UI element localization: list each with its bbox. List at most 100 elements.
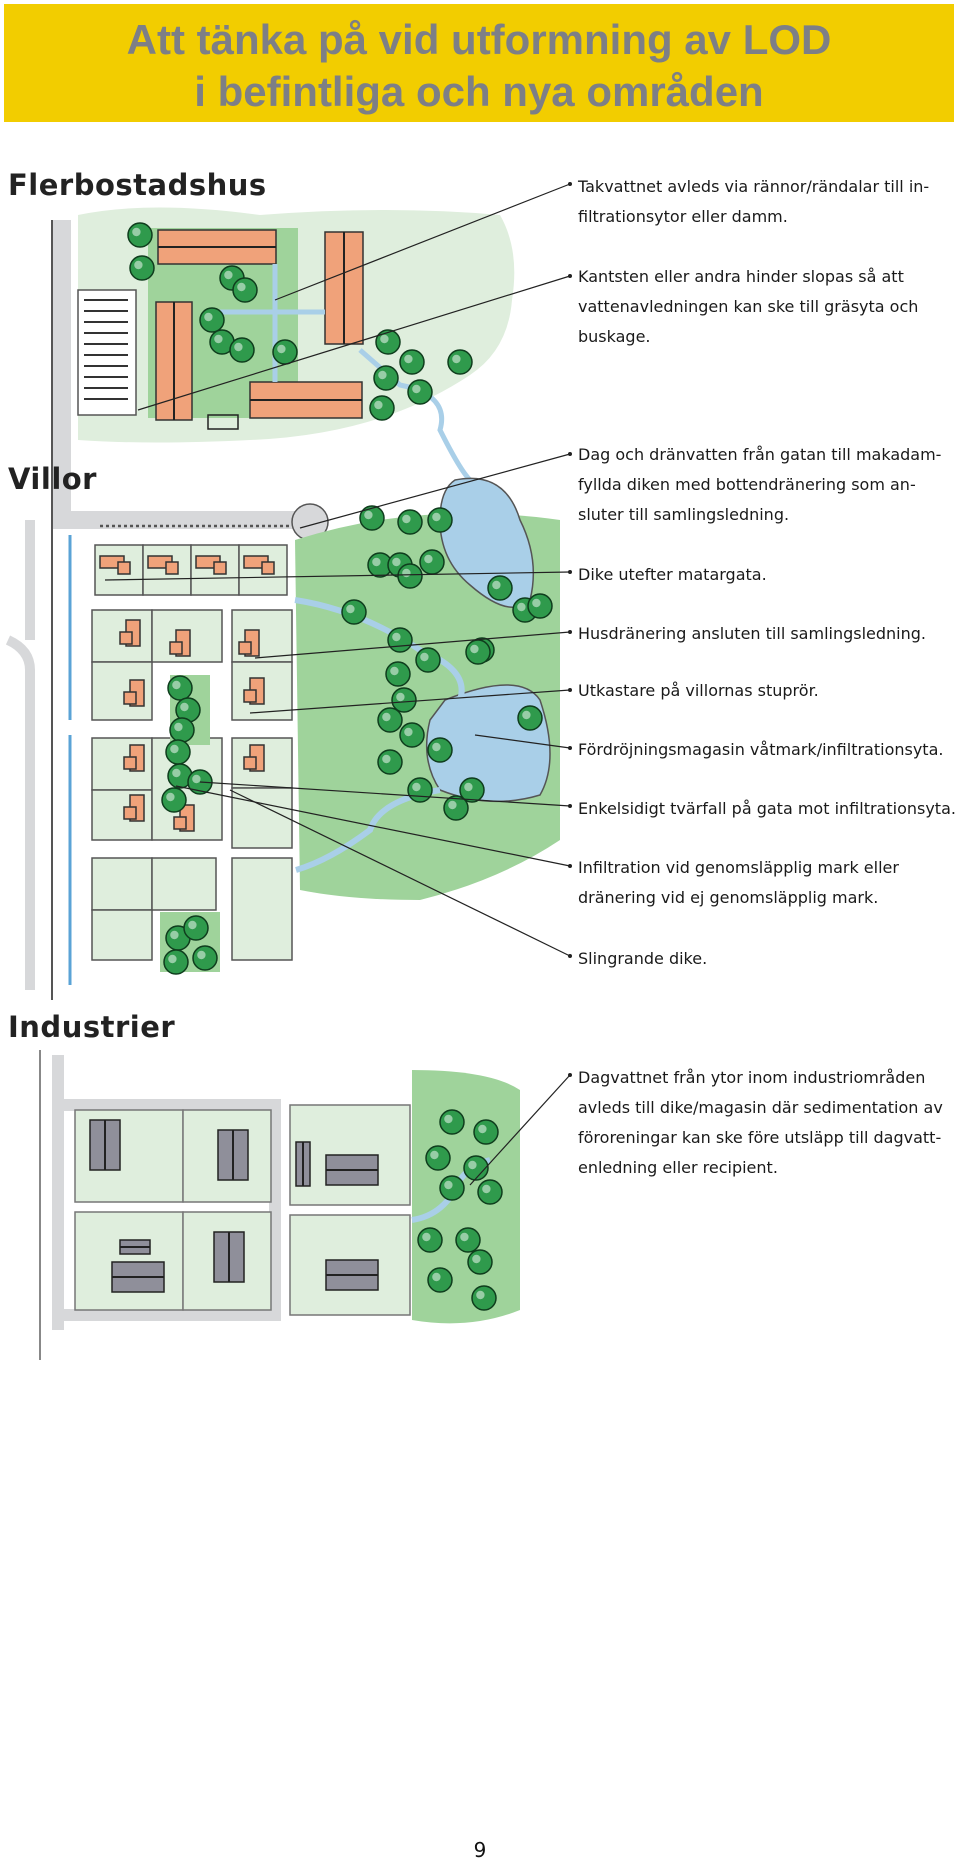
tree	[229, 337, 255, 363]
title-banner: Att tänka på vid utformning av LOD i bef…	[4, 4, 954, 122]
tree	[517, 705, 543, 731]
leader-dot	[568, 864, 572, 868]
annotation-text: Slingrande dike.	[578, 949, 708, 968]
tree-highlight	[392, 557, 401, 567]
tree-highlight	[382, 754, 391, 764]
tree	[192, 945, 218, 971]
villa-plot	[231, 787, 293, 849]
villa-house-annex	[261, 561, 275, 575]
tree	[232, 277, 258, 303]
leader-line	[104, 571, 571, 581]
rainwater-channel	[210, 264, 472, 482]
tree-highlight	[192, 774, 201, 784]
tree-highlight	[522, 710, 531, 720]
villa-house-annex	[213, 561, 227, 575]
leader-dot	[568, 570, 572, 574]
page-number: 9	[473, 1838, 487, 1862]
leader-dot	[568, 688, 572, 692]
annotation-slingrande: Slingrande dike.	[578, 944, 958, 974]
heading-villor: Villor	[8, 462, 97, 496]
annotation-text: Utkastare på villornas stuprör.	[578, 681, 819, 700]
tree-highlight	[432, 742, 441, 752]
tree	[477, 1179, 503, 1205]
heading-industrier: Industrier	[8, 1010, 176, 1044]
annotation-text: Enkelsidigt tvärfall på gata mot infiltr…	[578, 799, 956, 818]
tree	[163, 949, 189, 975]
tree-highlight	[134, 260, 143, 270]
tree-highlight	[517, 602, 526, 612]
annotation-text: Takvattnet avleds via rännor/rändalar ti…	[578, 177, 930, 226]
tree-highlight	[378, 370, 387, 380]
tree	[391, 687, 417, 713]
tree	[439, 1175, 465, 1201]
tree-highlight	[180, 702, 189, 712]
tree	[471, 1285, 497, 1311]
tree-highlight	[444, 1114, 453, 1124]
tree	[527, 593, 553, 619]
villa-house-annex	[119, 631, 133, 645]
annotation-text: Husdränering ansluten till samlingsledni…	[578, 624, 927, 643]
tree-highlight	[402, 568, 411, 578]
tree-highlight	[170, 930, 179, 940]
tree-highlight	[478, 1124, 487, 1134]
villa-house-annex	[238, 641, 252, 655]
tree-highlight	[412, 782, 421, 792]
annotation-dagvatten-gata: Dag och dränvatten från gatan till makad…	[578, 440, 958, 530]
tree-highlight	[472, 1254, 481, 1264]
annotation-text: Dagvattnet från ytor inom industriområde…	[578, 1068, 943, 1177]
tree-highlight	[452, 354, 461, 364]
tree	[463, 1155, 489, 1181]
small-shed	[207, 414, 239, 430]
title-line-1: Att tänka på vid utformning av LOD	[126, 16, 832, 63]
tree	[369, 395, 395, 421]
villa-house-annex	[243, 689, 257, 703]
tree	[169, 717, 195, 743]
leader-line	[175, 785, 571, 867]
annotation-text: Kantsten eller andra hinder slopas så at…	[578, 267, 919, 346]
tree-highlight	[188, 920, 197, 930]
industrial-road	[52, 1055, 281, 1330]
tree	[399, 722, 425, 748]
feeder-road	[5, 520, 35, 990]
tree-highlight	[402, 514, 411, 524]
tree-highlight	[277, 344, 286, 354]
tree	[161, 787, 187, 813]
annotation-infiltration: Infiltration vid genomsläpplig mark elle…	[578, 853, 958, 913]
tree-highlight	[444, 1180, 453, 1190]
tree-highlight	[346, 604, 355, 614]
tree-highlight	[432, 1272, 441, 1282]
tree-highlight	[132, 227, 141, 237]
tree-highlight	[168, 954, 177, 964]
leader-line	[249, 689, 571, 714]
tree	[427, 737, 453, 763]
tree-highlight	[412, 384, 421, 394]
tree	[199, 307, 225, 333]
tree	[377, 707, 403, 733]
tree-highlight	[532, 598, 541, 608]
leader-line	[137, 275, 571, 411]
annotation-takvatten: Takvattnet avleds via rännor/rändalar ti…	[578, 172, 958, 232]
tree	[417, 1227, 443, 1253]
tree-highlight	[432, 512, 441, 522]
tree	[399, 349, 425, 375]
main-road	[53, 220, 300, 529]
tree	[387, 627, 413, 653]
leader-line	[299, 453, 571, 529]
leader-dot	[568, 746, 572, 750]
tree	[397, 563, 423, 589]
title-line-2: i befintliga och nya områden	[194, 68, 764, 115]
tree	[487, 575, 513, 601]
tree	[447, 349, 473, 375]
park-area	[412, 1070, 520, 1324]
leader-line	[474, 734, 571, 749]
tree	[473, 1119, 499, 1145]
annotation-fordrojning: Fördröjningsmagasin våtmark/infiltration…	[578, 735, 958, 765]
villa-house-annex	[123, 691, 137, 705]
tree-highlight	[424, 554, 433, 564]
parking-lot	[77, 289, 137, 416]
tree-highlight	[468, 1160, 477, 1170]
tree-highlight	[420, 652, 429, 662]
tree	[397, 509, 423, 535]
tree	[407, 379, 433, 405]
